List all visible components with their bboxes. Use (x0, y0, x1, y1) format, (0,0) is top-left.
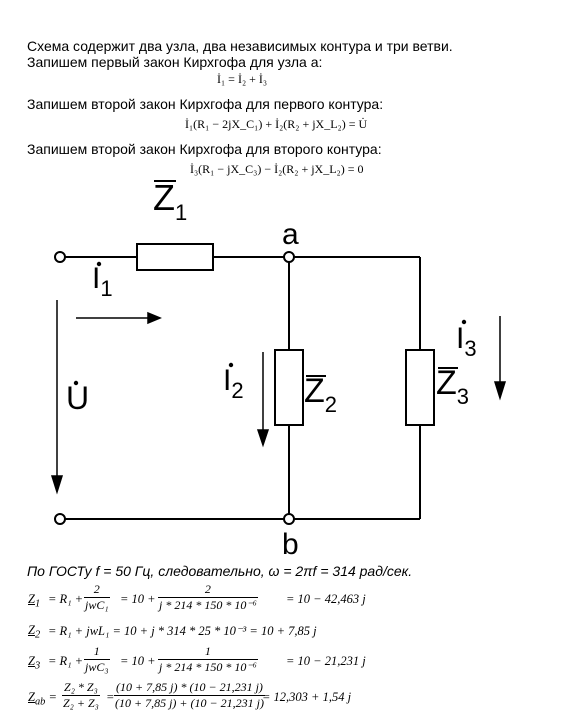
arrow-i1-head (147, 311, 162, 325)
label-i2: I2 (223, 364, 244, 403)
zab-lhs: Zab = (28, 690, 57, 708)
z3-lhs: Z3 (28, 654, 41, 672)
node-a-circle (283, 251, 295, 263)
node-b-circle (283, 513, 295, 525)
intro-line-3: Запишем второй закон Кирхгофа для первог… (27, 96, 384, 112)
z1-lhs: Z1 (28, 592, 41, 610)
equation-kvl-2: İ₃(R₁ − jX_C₃) − İ₂(R₂ + jX_L₂) = 0 (190, 162, 364, 176)
z2-lhs: Z2 (28, 623, 41, 641)
intro-line-1: Схема содержит два узла, два независимых… (27, 38, 453, 54)
z1-part-b: = 10 + (120, 592, 156, 606)
zab-equals: = (106, 690, 115, 704)
label-u: U (66, 380, 90, 416)
zab-frac-2: (10 + 7,85 j) * (10 − 21,231 j)(10 + 7,8… (114, 680, 265, 710)
z3-result: = 10 − 21,231 j (286, 654, 366, 668)
z3-part-a: = R₁ + (48, 654, 84, 668)
zab-result: = 12,303 + 1,54 j (262, 690, 352, 704)
label-i1: I1 (92, 262, 113, 301)
dot-i2 (228, 362, 234, 368)
resistor-z2 (274, 349, 304, 426)
dot-u (73, 380, 79, 386)
note-frequency: По ГОСТу f = 50 Гц, следовательно, ω = 2… (27, 563, 413, 579)
label-i3: I3 (456, 322, 477, 361)
intro-line-2: Запишем первый закон Кирхгофа для узла a… (27, 54, 323, 70)
arrow-i3-head (493, 381, 507, 401)
terminal-bottom (54, 513, 66, 525)
terminal-top (54, 251, 66, 263)
z1-part-a: = R₁ + (48, 592, 84, 606)
intro-line-4: Запишем второй закон Кирхгофа для второг… (27, 141, 382, 157)
arrow-u-head (50, 475, 64, 495)
label-node-b: b (282, 528, 299, 561)
label-node-a: a (282, 218, 299, 251)
z2-expression: = R₁ + jwL₁ = 10 + j * 314 * 25 * 10⁻³ =… (48, 624, 317, 638)
z1-result: = 10 − 42,463 j (286, 592, 366, 606)
resistor-z3 (405, 349, 435, 426)
equation-kcl: İ₁ = İ₂ + İ₃ (217, 72, 268, 86)
equation-kvl-1: İ₁(R₁ − 2jX_C₁) + İ₂(R₂ + jX_L₂) = U̇ (185, 117, 368, 131)
dot-i1 (96, 261, 102, 267)
label-z1: Z1 (153, 177, 188, 226)
label-z3: Z3 (436, 364, 470, 409)
dot-i3 (461, 319, 467, 325)
arrow-i2-head (256, 429, 270, 448)
resistor-z1 (136, 243, 214, 271)
z3-part-b: = 10 + (120, 654, 156, 668)
label-z2: Z2 (304, 372, 338, 417)
